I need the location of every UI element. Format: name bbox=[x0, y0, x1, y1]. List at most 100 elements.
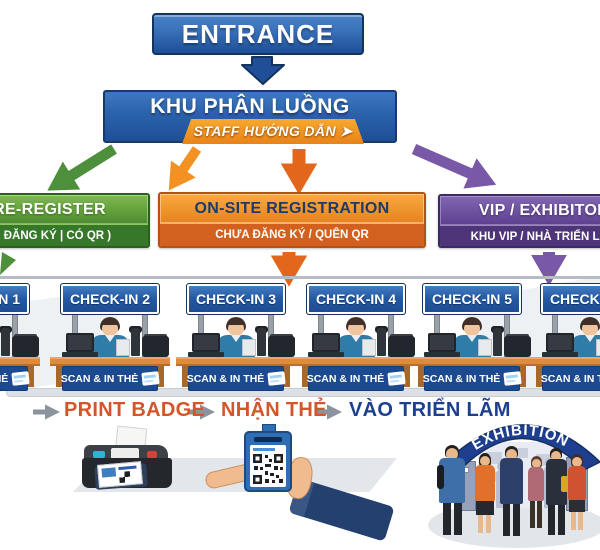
staff-hair-fringe bbox=[581, 318, 599, 325]
desk-leg bbox=[281, 366, 290, 387]
scan-panel-label: SCAN & IN THẺ bbox=[540, 372, 600, 385]
queue-rail bbox=[0, 276, 600, 279]
lane-pre-register: PRE-REGISTER ( ĐÃ ĐĂNG KÝ | CÓ QR ) bbox=[0, 193, 150, 248]
staff-collar bbox=[467, 335, 477, 342]
step-enter-exhibition: VÀO TRIỂN LÃM bbox=[349, 399, 511, 421]
checkin-sign: CHECK-IN 1 bbox=[0, 283, 30, 315]
visitor bbox=[545, 448, 569, 535]
staff-hair-fringe bbox=[463, 318, 481, 325]
visitor bbox=[437, 445, 467, 537]
barcode-scanner-icon bbox=[377, 328, 386, 356]
scan-panel: SCAN & IN THẺ bbox=[0, 366, 30, 391]
desk-leg bbox=[418, 366, 427, 387]
floor-strip bbox=[6, 388, 600, 397]
sorting-zone-banner: KHU PHÂN LUỒNG STAFF HƯỚNG DẪN ➤ bbox=[103, 90, 397, 144]
laptop-icon bbox=[192, 333, 220, 352]
desk-leg bbox=[302, 366, 311, 387]
laptop-base bbox=[62, 352, 98, 357]
badge-card-icon bbox=[141, 371, 160, 386]
laptop-base bbox=[188, 352, 224, 357]
barcode-scanner-icon bbox=[1, 328, 10, 356]
checkin-sign: CHECK-IN 6 bbox=[540, 283, 600, 315]
laptop-icon bbox=[66, 333, 94, 352]
scan-panel: SCAN & IN THẺ bbox=[306, 366, 406, 391]
staff-collar bbox=[585, 335, 595, 342]
badge-card-icon bbox=[387, 371, 406, 386]
checkin-sign: CHECK-IN 5 bbox=[422, 283, 522, 315]
visitor bbox=[567, 454, 587, 532]
checkin-counter: CHECK-IN 4 SCAN & IN THẺ bbox=[296, 283, 416, 391]
desk-leg bbox=[155, 366, 164, 387]
arrow-to-preregister bbox=[47, 144, 117, 191]
card-holder bbox=[242, 339, 256, 356]
badge-slot bbox=[254, 437, 282, 442]
laptop-base bbox=[424, 352, 460, 357]
laptop-base bbox=[308, 352, 344, 357]
laptop-icon bbox=[546, 333, 574, 352]
barcode-scanner-icon bbox=[131, 328, 140, 356]
badge-printer-icon bbox=[12, 336, 39, 357]
arrow-green-edge-tip bbox=[0, 252, 16, 275]
desk-top bbox=[530, 357, 600, 366]
lane-vip-title: VIP / EXHIBITOR bbox=[440, 196, 600, 225]
badge-card-icon bbox=[11, 371, 30, 386]
scan-panel-label: SCAN & IN THẺ bbox=[186, 372, 265, 385]
badge-qr-code bbox=[252, 453, 284, 485]
desk-leg bbox=[182, 366, 191, 387]
step-print-badge: PRINT BADGE bbox=[64, 399, 206, 421]
printer-cyan-button bbox=[93, 451, 105, 458]
staff-hair-fringe bbox=[347, 318, 365, 325]
scan-panel-label: SCAN & IN THẺ bbox=[422, 372, 501, 385]
badge-header-line bbox=[253, 448, 275, 451]
card-holder bbox=[596, 339, 600, 356]
scan-panel: SCAN & IN THẺ bbox=[60, 366, 160, 391]
lane-onsite-subtitle: CHƯA ĐĂNG KÝ / QUÊN QR bbox=[160, 223, 424, 246]
card-holder bbox=[478, 339, 492, 356]
laptop-icon bbox=[428, 333, 456, 352]
printed-badge bbox=[97, 461, 143, 488]
lane-onsite-registration: ON-SITE REGISTRATION CHƯA ĐĂNG KÝ / QUÊN… bbox=[158, 192, 426, 248]
desk-top bbox=[50, 357, 170, 366]
badge-qr-mini bbox=[118, 471, 131, 484]
visitor bbox=[527, 456, 545, 530]
sorting-zone-title: KHU PHÂN LUỒNG bbox=[150, 95, 350, 118]
exhibit-panel bbox=[508, 448, 528, 458]
entrance-down-arrow bbox=[241, 56, 285, 85]
visitor bbox=[499, 446, 524, 536]
checkin-counter: CHECK-IN 3 SCAN & IN THẺ bbox=[176, 283, 296, 391]
staff-collar bbox=[351, 335, 361, 342]
entrance-banner: ENTRANCE bbox=[152, 13, 364, 55]
desk-top bbox=[0, 357, 40, 366]
lane-pre-register-title: PRE-REGISTER bbox=[0, 195, 148, 224]
desk-leg bbox=[25, 366, 34, 387]
step-receive-badge: NHẬN THẺ bbox=[221, 399, 327, 421]
badge-printer-icon bbox=[504, 336, 531, 357]
scan-panel-label: SCAN & IN THẺ bbox=[306, 372, 385, 385]
checkin-counter: CHECK-IN 5 SCAN & IN THẺ bbox=[412, 283, 532, 391]
badge-printer-icon bbox=[142, 336, 169, 357]
arrow-to-onsite-left bbox=[168, 146, 202, 191]
visitor bbox=[474, 453, 496, 535]
desk-top bbox=[296, 357, 416, 366]
staff-collar bbox=[231, 335, 241, 342]
barcode-scanner-icon bbox=[257, 328, 266, 356]
lane-onsite-title: ON-SITE REGISTRATION bbox=[160, 194, 424, 223]
badge-card-icon bbox=[267, 371, 286, 386]
badge-printer-icon bbox=[268, 336, 295, 357]
scan-panel-label: SCAN & IN THẺ bbox=[60, 372, 139, 385]
scan-panel: SCAN & IN THẺ bbox=[422, 366, 522, 391]
laptop-icon bbox=[312, 333, 340, 352]
card-holder bbox=[116, 339, 130, 356]
card-holder bbox=[362, 339, 376, 356]
scan-panel: SCAN & IN THẺ bbox=[186, 366, 286, 391]
desk-top bbox=[176, 357, 296, 366]
lane-vip-exhibitor: VIP / EXHIBITOR KHU VIP / NHÀ TRIỂN LÃM bbox=[438, 194, 600, 248]
lane-pre-register-subtitle: ( ĐÃ ĐĂNG KÝ | CÓ QR ) bbox=[0, 224, 148, 246]
badge-photo-stripe bbox=[101, 467, 117, 478]
desk-leg bbox=[536, 366, 545, 387]
staff-guide-ribbon: STAFF HƯỚNG DẪN ➤ bbox=[182, 119, 364, 144]
staff-collar bbox=[105, 335, 115, 342]
arrow-to-vip bbox=[411, 143, 497, 189]
desk-leg bbox=[401, 366, 410, 387]
